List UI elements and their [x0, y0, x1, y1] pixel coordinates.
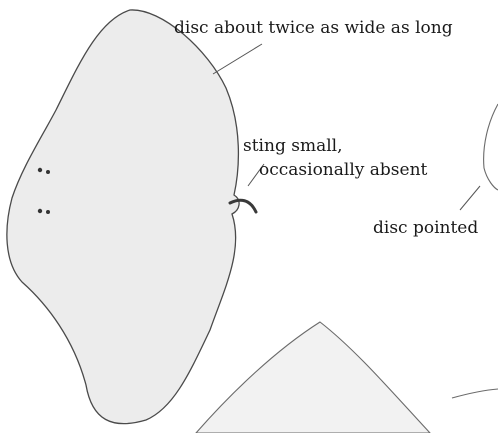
ray-disc-body: [7, 10, 239, 424]
label-disc-width: disc about twice as wide as long: [174, 20, 453, 37]
second-ray-edge-right: [484, 104, 498, 190]
third-ray-bottom: [196, 322, 430, 433]
eye-top-left: [38, 168, 42, 172]
eye-bottom-right: [46, 210, 50, 214]
label-sting-line2: occasionally absent: [259, 162, 427, 179]
eye-bottom-left: [38, 209, 42, 213]
label-sting-line1: sting small,: [243, 138, 343, 155]
label-disc-pointed: disc pointed: [373, 220, 478, 237]
leader-disc-pointed: [460, 186, 480, 210]
leader-disc-width: [213, 44, 262, 74]
fourth-ray-edge: [452, 389, 498, 398]
eye-top-right: [46, 170, 50, 174]
